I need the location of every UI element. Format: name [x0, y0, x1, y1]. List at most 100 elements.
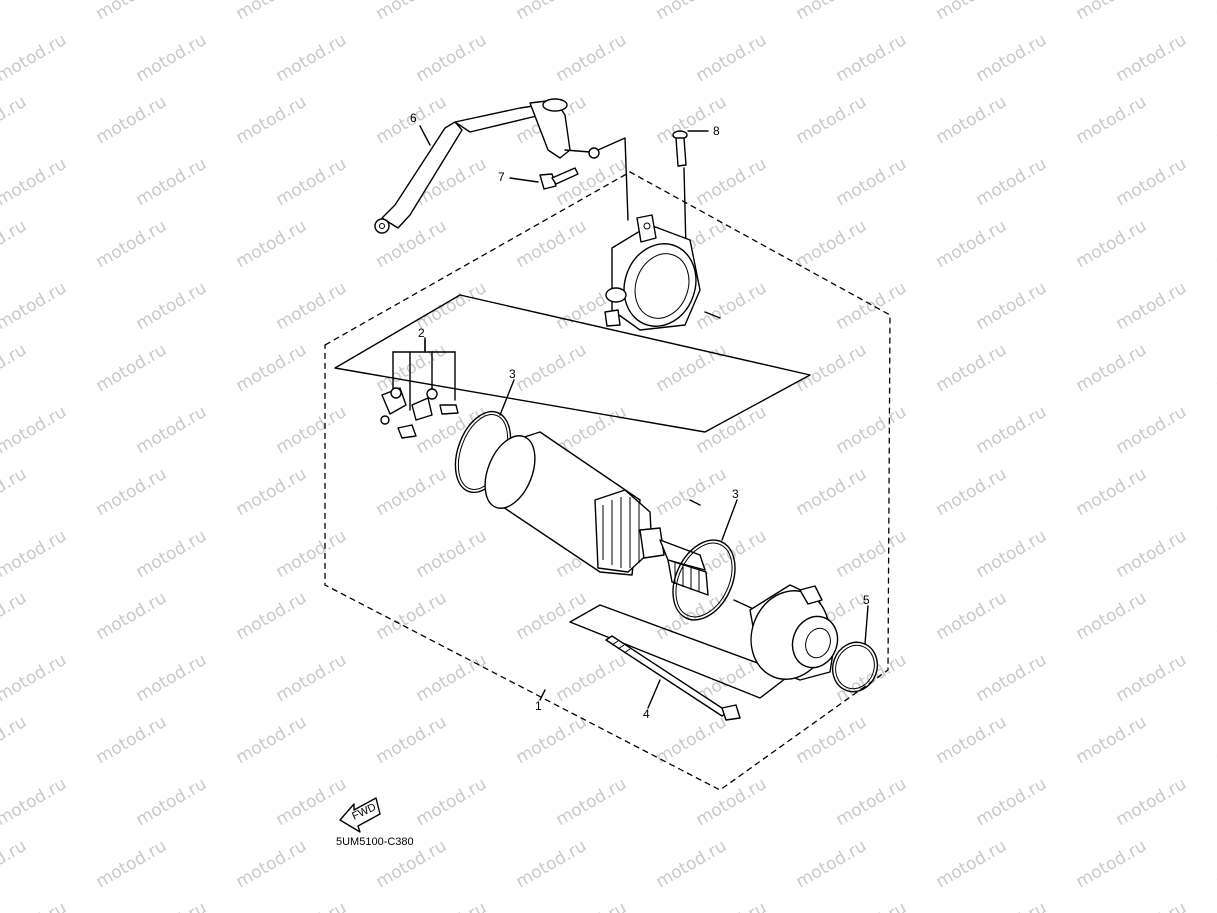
watermark-text: motod.ru: [233, 836, 311, 892]
watermark-text: motod.ru: [273, 402, 351, 458]
watermark-text: motod.ru: [93, 92, 171, 148]
watermark-text: motod.ru: [0, 588, 30, 644]
watermark-text: motod.ru: [793, 836, 871, 892]
watermark-text: motod.ru: [93, 464, 171, 520]
bolt-8: [672, 130, 709, 167]
watermark-text: motod.ru: [933, 712, 1011, 768]
leader-6: [419, 125, 431, 146]
watermark-text: motod.ru: [373, 0, 451, 24]
watermark-text: motod.ru: [233, 92, 311, 148]
watermark-text: motod.ru: [1113, 650, 1191, 706]
watermark-text: motod.ru: [233, 216, 311, 272]
watermark-text: motod.ru: [0, 650, 70, 706]
watermark-text: motod.ru: [1113, 30, 1191, 86]
watermark-text: motod.ru: [93, 712, 171, 768]
watermark-text: motod.ru: [833, 278, 911, 334]
watermark-text: motod.ru: [413, 30, 491, 86]
brush-kit-outline: [334, 294, 811, 433]
watermark-text: motod.ru: [553, 774, 631, 830]
watermark-text: motod.ru: [0, 712, 30, 768]
rear-cover: [749, 584, 839, 681]
watermark-text: motod.ru: [973, 154, 1051, 210]
watermark-text: motod.ru: [133, 278, 211, 334]
diagram-code: 5UM5100-C380: [336, 836, 414, 848]
watermark-text: motod.ru: [1113, 402, 1191, 458]
watermark-text: motod.ru: [233, 588, 311, 644]
watermark-text: motod.ru: [1213, 588, 1217, 644]
watermark-text: motod.ru: [273, 30, 351, 86]
watermark-text: motod.ru: [513, 588, 591, 644]
lead-wire: [374, 98, 600, 234]
brush-kit: [380, 339, 459, 439]
watermark-text: motod.ru: [1213, 216, 1217, 272]
watermark-text: motod.ru: [793, 340, 871, 396]
through-bolt-4: [605, 635, 741, 721]
watermark-text: motod.ru: [1213, 836, 1217, 892]
watermark-text: motod.ru: [93, 216, 171, 272]
watermark-text: motod.ru: [833, 30, 911, 86]
watermark-text: motod.ru: [0, 92, 30, 148]
watermark-text: motod.ru: [233, 712, 311, 768]
watermark-text: motod.ru: [653, 464, 731, 520]
watermark-text: motod.ru: [833, 898, 911, 913]
watermark-text: motod.ru: [0, 216, 30, 272]
watermark-text: motod.ru: [133, 30, 211, 86]
watermark-text: motod.ru: [653, 92, 731, 148]
watermark-text: motod.ru: [653, 712, 731, 768]
watermark-text: motod.ru: [1213, 464, 1217, 520]
watermark-text: motod.ru: [973, 278, 1051, 334]
watermark-text: motod.ru: [373, 340, 451, 396]
watermark-text: motod.ru: [1113, 526, 1191, 582]
watermark-text: motod.ru: [133, 898, 211, 913]
watermark-text: motod.ru: [0, 0, 30, 24]
assembly-outline: [324, 171, 891, 791]
watermark-text: motod.ru: [653, 836, 731, 892]
watermark-text: motod.ru: [413, 774, 491, 830]
watermark-text: motod.ru: [1213, 92, 1217, 148]
watermark-text: motod.ru: [233, 340, 311, 396]
watermark-text: motod.ru: [793, 92, 871, 148]
callout-3-right: 3: [732, 487, 739, 501]
watermark-text: motod.ru: [373, 712, 451, 768]
watermark-text: motod.ru: [273, 526, 351, 582]
watermark-text: motod.ru: [0, 836, 30, 892]
watermark-text: motod.ru: [513, 836, 591, 892]
watermark-text: motod.ru: [693, 402, 771, 458]
callout-2: 2: [418, 326, 425, 340]
watermark-text: motod.ru: [0, 402, 70, 458]
watermark-text: motod.ru: [833, 650, 911, 706]
watermark-text: motod.ru: [0, 30, 70, 86]
watermark-text: motod.ru: [273, 154, 351, 210]
watermark-text: motod.ru: [373, 464, 451, 520]
watermark-text: motod.ru: [413, 526, 491, 582]
o-ring-5: [831, 641, 879, 693]
watermark-text: motod.ru: [973, 650, 1051, 706]
motor-yoke: [484, 431, 665, 576]
watermark-text: motod.ru: [833, 774, 911, 830]
watermark-text: motod.ru: [1213, 712, 1217, 768]
watermark-text: motod.ru: [933, 0, 1011, 24]
watermark-text: motod.ru: [513, 340, 591, 396]
watermark-text: motod.ru: [1073, 216, 1151, 272]
callout-5: 5: [863, 593, 870, 607]
watermark-text: motod.ru: [513, 712, 591, 768]
watermark-text: motod.ru: [413, 650, 491, 706]
watermark-text: motod.ru: [793, 464, 871, 520]
callout-4: 4: [643, 707, 650, 721]
watermark-text: motod.ru: [1113, 278, 1191, 334]
watermark-text: motod.ru: [93, 340, 171, 396]
watermark-text: motod.ru: [933, 588, 1011, 644]
watermark-text: motod.ru: [233, 0, 311, 24]
watermark-text: motod.ru: [973, 30, 1051, 86]
watermark-text: motod.ru: [273, 774, 351, 830]
watermark-text: motod.ru: [1073, 340, 1151, 396]
leader-5: [864, 605, 869, 645]
watermark-text: motod.ru: [0, 278, 70, 334]
watermark-text: motod.ru: [0, 154, 70, 210]
watermark-text: motod.ru: [933, 216, 1011, 272]
watermark-text: motod.ru: [933, 464, 1011, 520]
o-ring-3-right-inner: [675, 542, 733, 618]
callout-3-left: 3: [509, 367, 516, 381]
watermark-text: motod.ru: [1113, 774, 1191, 830]
